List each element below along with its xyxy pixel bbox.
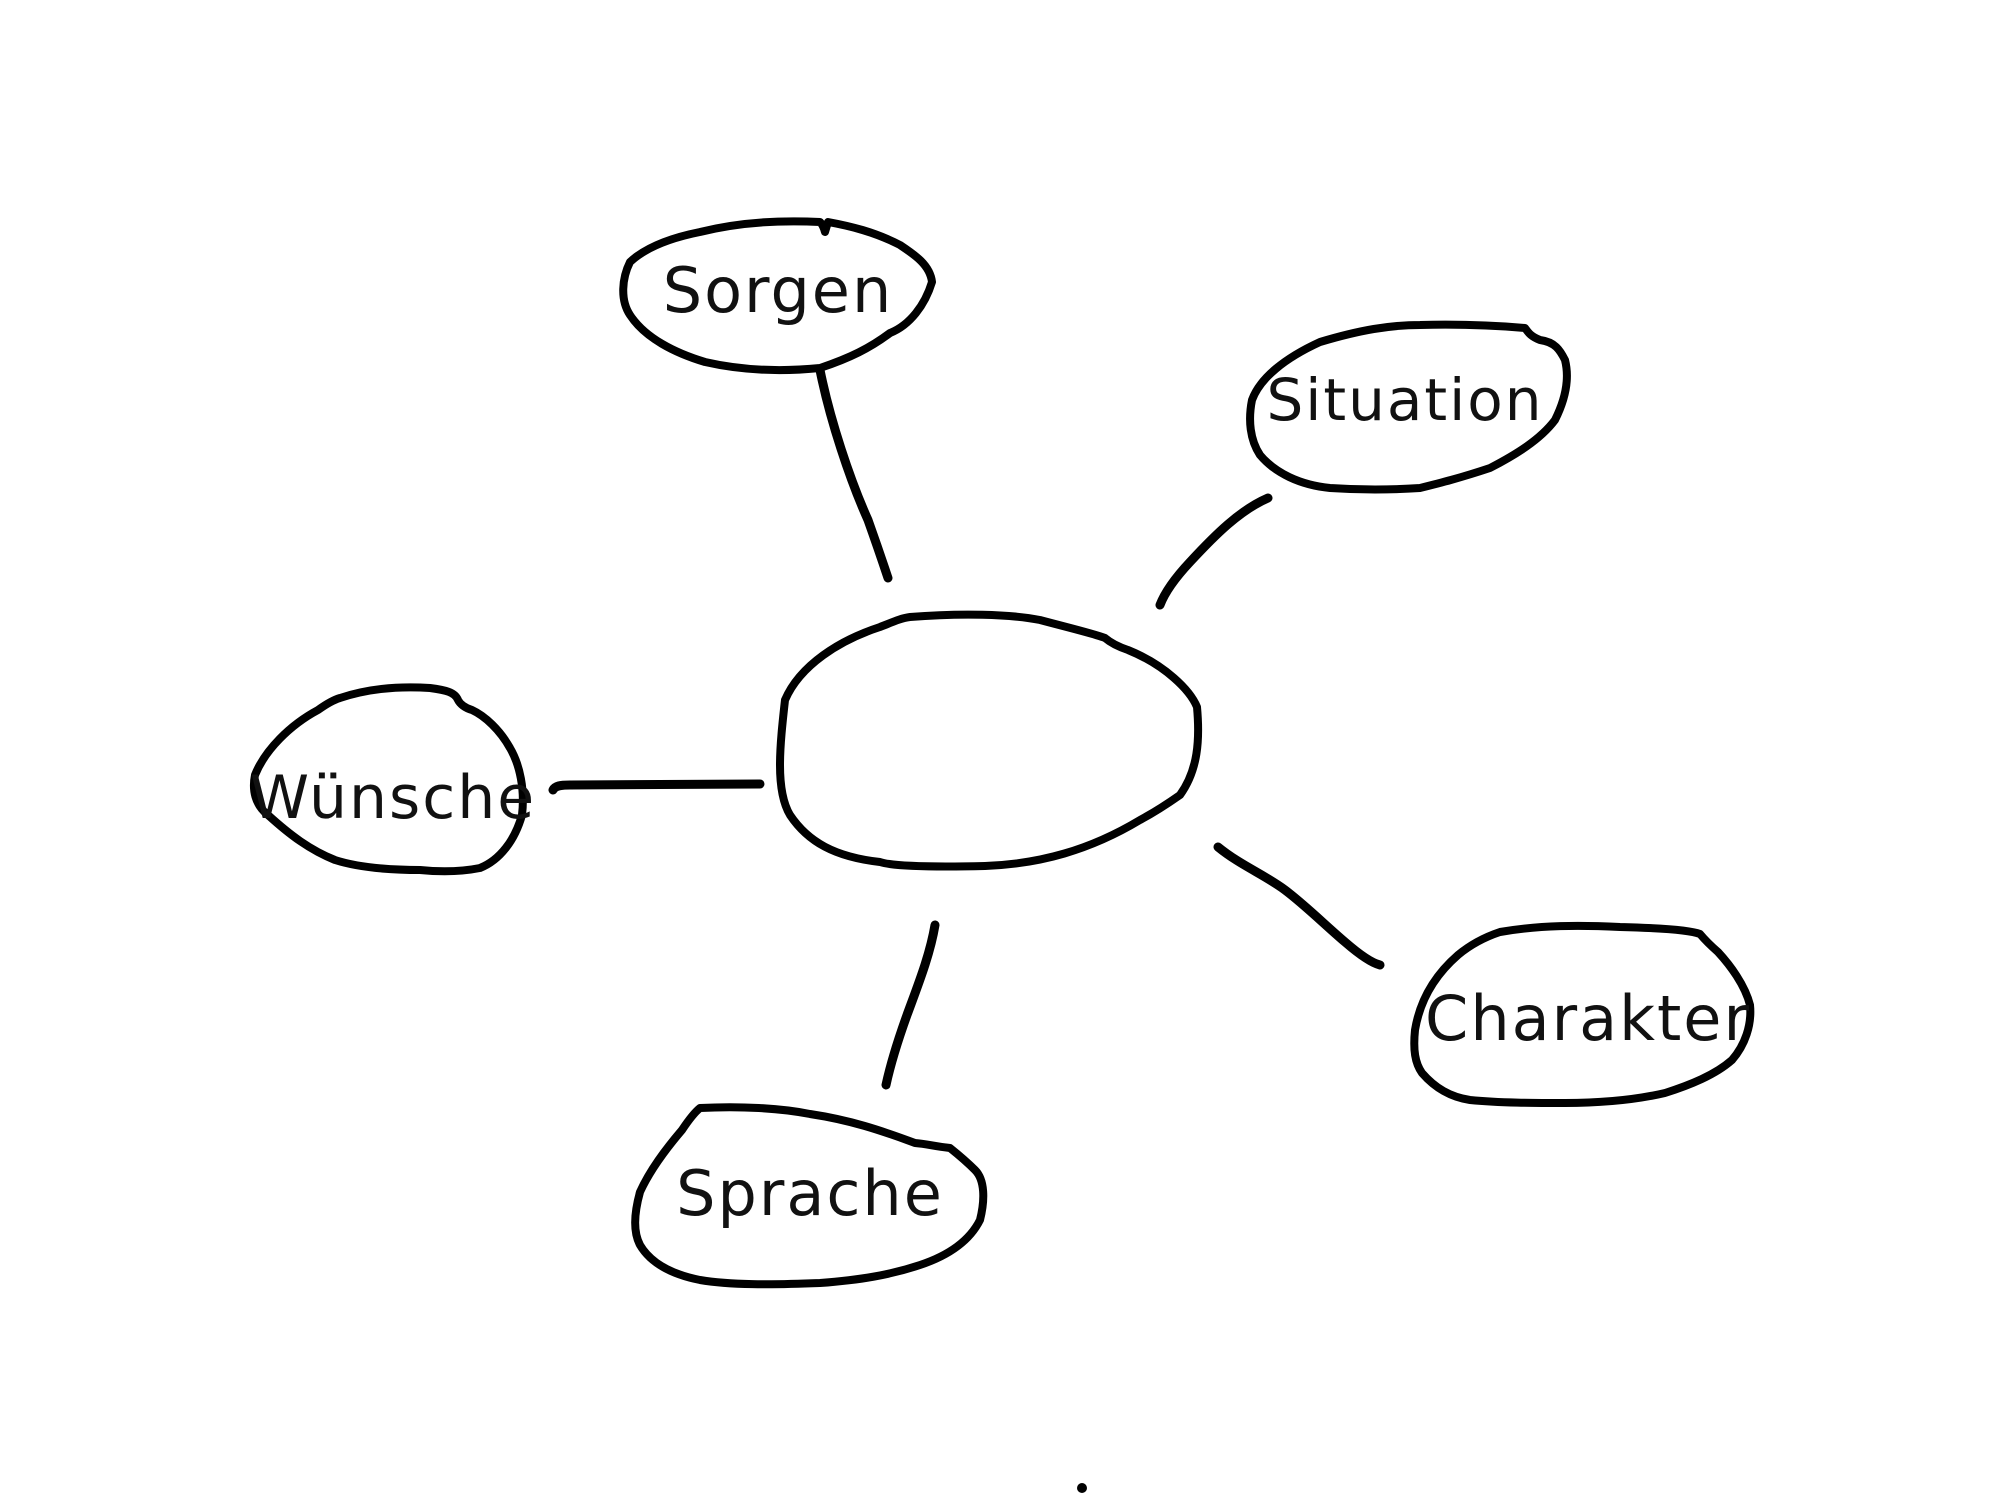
node-situation-shape xyxy=(1246,320,1571,494)
node-sprache-shape xyxy=(631,1103,988,1289)
connector-wuensche xyxy=(548,779,765,795)
node-wuensche-label: Wünsche xyxy=(250,763,536,833)
connector-sprache xyxy=(881,920,940,1090)
node-situation: Situation xyxy=(1246,320,1571,494)
node-charakter: Charakter xyxy=(1410,921,1755,1107)
connector-charakter xyxy=(1213,842,1385,970)
node-sorgen-shape xyxy=(619,217,936,374)
node-charakter-shape xyxy=(1410,921,1755,1107)
central-node-shape xyxy=(776,610,1203,871)
node-wuensche: Wünsche xyxy=(249,683,536,876)
connector-sorgen xyxy=(815,365,893,583)
node-wuensche-shape xyxy=(249,683,527,876)
node-sorgen: Sorgen xyxy=(619,217,936,374)
connector-situation xyxy=(1155,493,1273,610)
node-charakter-label: Charakter xyxy=(1425,982,1751,1055)
node-sprache: Sprache xyxy=(631,1103,988,1289)
stray-ink-dot xyxy=(1077,1483,1087,1493)
node-sorgen-label: Sorgen xyxy=(663,254,893,327)
node-situation-label: Situation xyxy=(1266,366,1543,434)
node-sprache-label: Sprache xyxy=(676,1157,944,1230)
central-node xyxy=(776,610,1203,871)
